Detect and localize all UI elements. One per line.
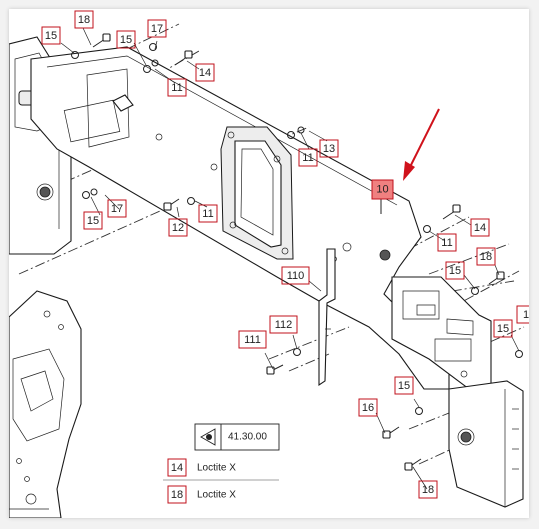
exploded-view-drawing: 18 17 15 15 14 11 11 13 10 15 17 12 11 1… <box>9 10 529 518</box>
svg-text:15: 15 <box>398 380 410 392</box>
legend-row-18: 18 Loctite X <box>167 485 236 504</box>
svg-text:14: 14 <box>171 462 183 474</box>
legend-row-14: 14 Loctite X <box>167 458 236 477</box>
svg-text:15: 15 <box>87 215 99 227</box>
callout-17-top[interactable]: 17 <box>147 19 167 38</box>
callout-15-a[interactable]: 15 <box>41 26 61 45</box>
right-vertical-bracket <box>448 380 524 508</box>
svg-text:18: 18 <box>78 14 90 26</box>
callout-15-far[interactable]: 15 <box>493 319 513 338</box>
callout-15-b[interactable]: 15 <box>116 30 136 49</box>
callout-17-left[interactable]: 17 <box>107 199 127 218</box>
fasteners <box>71 33 523 471</box>
callouts: 18 17 15 15 14 11 11 13 10 15 17 12 11 1… <box>41 10 529 499</box>
reference-box: 41.30.00 <box>194 423 280 451</box>
callout-112[interactable]: 112 <box>269 315 298 334</box>
legend-table: 14 Loctite X 18 Loctite X <box>163 458 279 504</box>
view-eye-icon <box>200 428 216 446</box>
callout-18-right[interactable]: 18 <box>476 247 496 266</box>
svg-text:18: 18 <box>422 484 434 496</box>
svg-text:17: 17 <box>151 23 163 35</box>
callout-11-top[interactable]: 11 <box>167 78 187 97</box>
svg-text:15: 15 <box>497 323 509 335</box>
highlight-arrow <box>380 108 440 214</box>
svg-text:Loctite X: Loctite X <box>197 463 236 474</box>
svg-text:12: 12 <box>172 222 184 234</box>
callout-16[interactable]: 16 <box>358 398 378 417</box>
svg-text:1: 1 <box>523 309 529 321</box>
svg-text:Loctite X: Loctite X <box>197 490 236 501</box>
callout-15-left[interactable]: 15 <box>83 211 103 230</box>
reference-code: 41.30.00 <box>228 432 267 443</box>
svg-text:10: 10 <box>376 184 388 196</box>
callout-111[interactable]: 111 <box>238 330 267 349</box>
svg-text:11: 11 <box>441 237 452 249</box>
svg-text:17: 17 <box>111 203 123 215</box>
callout-18-top[interactable]: 18 <box>74 10 94 29</box>
callout-18-low[interactable]: 18 <box>418 480 438 499</box>
svg-text:15: 15 <box>120 34 132 46</box>
svg-text:14: 14 <box>474 222 486 234</box>
bottom-left-casting <box>9 290 82 518</box>
svg-text:112: 112 <box>275 319 293 331</box>
callout-15-right[interactable]: 15 <box>445 261 465 280</box>
svg-text:18: 18 <box>171 489 183 501</box>
callout-15-low[interactable]: 15 <box>394 376 414 395</box>
svg-text:11: 11 <box>171 82 182 94</box>
svg-text:13: 13 <box>323 143 335 155</box>
callout-11-left[interactable]: 11 <box>198 204 218 223</box>
callout-14-right[interactable]: 14 <box>470 218 490 237</box>
svg-text:16: 16 <box>362 402 374 414</box>
svg-text:11: 11 <box>302 152 313 164</box>
callout-12[interactable]: 12 <box>168 218 188 237</box>
svg-text:14: 14 <box>199 67 211 79</box>
svg-text:110: 110 <box>287 270 305 282</box>
center-window-frame <box>220 126 294 260</box>
bracket-part-110 <box>318 248 336 387</box>
parts-diagram-sheet: 18 17 15 15 14 11 11 13 10 15 17 12 11 1… <box>9 9 529 518</box>
callout-11-mid[interactable]: 11 <box>298 148 318 167</box>
callout-1-edge[interactable]: 1 <box>516 305 529 324</box>
svg-text:111: 111 <box>244 334 261 346</box>
callout-13[interactable]: 13 <box>319 139 339 158</box>
callout-110[interactable]: 110 <box>281 266 310 285</box>
svg-text:11: 11 <box>202 208 213 220</box>
svg-text:18: 18 <box>480 251 492 263</box>
callout-11-right[interactable]: 11 <box>437 233 457 252</box>
svg-text:15: 15 <box>449 265 461 277</box>
callout-14-top[interactable]: 14 <box>195 63 215 82</box>
svg-text:15: 15 <box>45 30 57 42</box>
callout-10[interactable]: 10 <box>371 179 394 200</box>
